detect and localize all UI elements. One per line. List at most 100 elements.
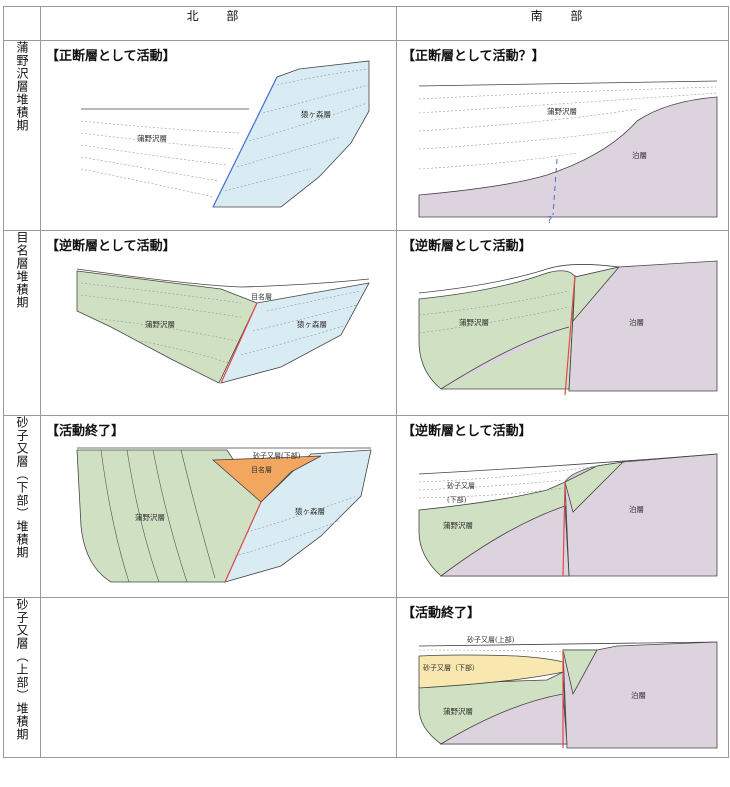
layer-label: 猿ヶ森層 bbox=[295, 506, 325, 516]
layer-label: 蒲野沢層 bbox=[443, 520, 473, 530]
layer-label: 砂子又層(下部) bbox=[253, 451, 301, 460]
layer-label: 蒲野沢層 bbox=[135, 512, 165, 522]
layer-label: 蒲野沢層 bbox=[547, 106, 577, 116]
bed-line bbox=[234, 519, 342, 557]
layer-label: 蒲野沢層 bbox=[459, 317, 489, 327]
row-label-1: 蒲野沢層堆積期 bbox=[3, 40, 41, 231]
sarugamori-body bbox=[212, 60, 370, 208]
south-cell-3: 【逆断層として活動】 砂子又層 (下部) 蒲野沢層 泊層 bbox=[396, 415, 729, 598]
bed-line bbox=[100, 318, 238, 342]
kamanosawa-wedge bbox=[564, 461, 625, 513]
bed-line bbox=[418, 152, 578, 170]
cell-title: 【活動終了】 bbox=[402, 606, 481, 621]
bed-line bbox=[418, 487, 564, 499]
layer-label: 泊層 bbox=[631, 690, 646, 700]
bed-line bbox=[418, 130, 618, 150]
bed-line bbox=[418, 92, 718, 114]
bed-line bbox=[418, 306, 570, 334]
surface-line bbox=[418, 80, 718, 87]
layer-label: 泊層 bbox=[632, 150, 647, 160]
layer-label: 砂子又層(上部) bbox=[467, 635, 515, 644]
layer-label: 目名層 bbox=[251, 292, 272, 301]
layer-label: 蒲野沢層 bbox=[443, 706, 473, 716]
question-mark: ? bbox=[547, 215, 552, 226]
bed-line bbox=[180, 449, 216, 579]
fault-line bbox=[212, 76, 278, 208]
layer-label: 目名層 bbox=[251, 465, 272, 474]
bed-line bbox=[418, 86, 718, 100]
south-cell-1: 【正断層として活動？】 ? 蒲野沢層 泊層 bbox=[396, 40, 729, 231]
bed-line bbox=[80, 282, 242, 304]
south-cell-2: 【逆断層として活動】 蒲野沢層 泊層 bbox=[396, 230, 729, 416]
surface-line bbox=[76, 268, 370, 288]
bed-line bbox=[418, 290, 570, 316]
south-section-2: 蒲野沢層 泊層 bbox=[418, 260, 718, 396]
layer-label: (下部) bbox=[447, 495, 467, 504]
cell-title: 【逆断層として活動】 bbox=[46, 239, 176, 254]
cell-title: 【活動終了】 bbox=[46, 424, 125, 439]
cell-title: 【逆断層として活動】 bbox=[402, 424, 532, 439]
sunakomata-lower-body bbox=[418, 654, 564, 689]
cell-title: 【正断層として活動】 bbox=[46, 49, 176, 64]
north-cell-2: 【逆断層として活動】 目名層 蒲野沢層 猿ヶ森層 bbox=[40, 230, 397, 416]
bed-line bbox=[224, 168, 312, 192]
north-section-1: 蒲野沢層 猿ヶ森層 bbox=[80, 60, 370, 208]
south-section-4: 砂子又層(上部) 砂子又層（下部） 蒲野沢層 泊層 bbox=[418, 635, 718, 749]
layer-label: 蒲野沢層 bbox=[145, 319, 175, 329]
layer-label: 泊層 bbox=[629, 317, 644, 327]
layer-label: 砂子又層 bbox=[447, 481, 475, 490]
fault-line bbox=[224, 501, 262, 583]
kamanosawa-wedge bbox=[562, 649, 598, 696]
bed-line bbox=[236, 136, 342, 168]
bed-line bbox=[418, 649, 564, 653]
kamanosawa-body bbox=[418, 270, 576, 390]
cell-title: 【逆断層として活動】 bbox=[402, 239, 532, 254]
row-label-4: 砂子又層（上部）堆積期 bbox=[3, 597, 41, 758]
row-label-text: 蒲野沢層堆積期 bbox=[15, 41, 29, 132]
bed-line bbox=[80, 120, 240, 134]
bed-line bbox=[80, 168, 214, 198]
south-section-1: ? 蒲野沢層 泊層 bbox=[418, 80, 718, 226]
tomari-wedge bbox=[440, 326, 570, 390]
layer-label: 猿ヶ森層 bbox=[297, 319, 327, 329]
south-header: 南 部 bbox=[396, 6, 729, 41]
fault-line bbox=[552, 158, 558, 216]
bed-line bbox=[418, 465, 598, 483]
surface-line bbox=[418, 264, 620, 294]
bed-line bbox=[418, 108, 638, 132]
corner-cell bbox=[3, 6, 41, 41]
layer-label: 泊層 bbox=[629, 504, 644, 514]
bed-line bbox=[262, 84, 370, 114]
row-label-text: 砂子又層（上部）堆積期 bbox=[15, 598, 29, 741]
layer-label: 砂子又層（下部） bbox=[423, 663, 479, 672]
row-label-2: 目名層堆積期 bbox=[3, 230, 41, 416]
cell-title: 【正断層として活動？】 bbox=[402, 49, 545, 64]
south-cell-4: 【活動終了】 砂子又層(上部) 砂子又層（下部） 蒲野沢層 泊層 bbox=[396, 597, 729, 758]
fault-line bbox=[562, 481, 566, 577]
row-label-3: 砂子又層（下部）堆積期 bbox=[3, 415, 41, 598]
bed-line bbox=[80, 144, 228, 166]
meina-body bbox=[211, 455, 322, 503]
surface-line bbox=[418, 453, 718, 475]
north-cell-1: 【正断層として活動】 蒲野沢層 猿ヶ森層 bbox=[40, 40, 397, 231]
bed-line bbox=[80, 294, 242, 318]
bed-line bbox=[246, 495, 358, 533]
surface-line bbox=[418, 641, 718, 647]
kamanosawa-body bbox=[76, 270, 258, 384]
north-section-3: 砂子又層(下部) 目名層 蒲野沢層 猿ヶ森層 bbox=[76, 447, 372, 583]
bed-line bbox=[152, 449, 188, 583]
tomari-body bbox=[418, 96, 718, 218]
bed-line bbox=[240, 324, 348, 356]
tomari-body bbox=[564, 453, 718, 577]
fault-line bbox=[564, 274, 576, 396]
bed-line bbox=[126, 449, 160, 583]
north-header: 北 部 bbox=[40, 6, 397, 41]
bed-line bbox=[252, 304, 358, 332]
row-label-text: 砂子又層（下部）堆積期 bbox=[15, 416, 29, 559]
bed-line bbox=[80, 156, 220, 182]
bed-line bbox=[418, 479, 564, 491]
fault-line bbox=[220, 302, 258, 384]
bed-line bbox=[140, 340, 230, 364]
bed-line bbox=[100, 449, 130, 583]
row-label-text: 目名層堆積期 bbox=[15, 231, 29, 309]
